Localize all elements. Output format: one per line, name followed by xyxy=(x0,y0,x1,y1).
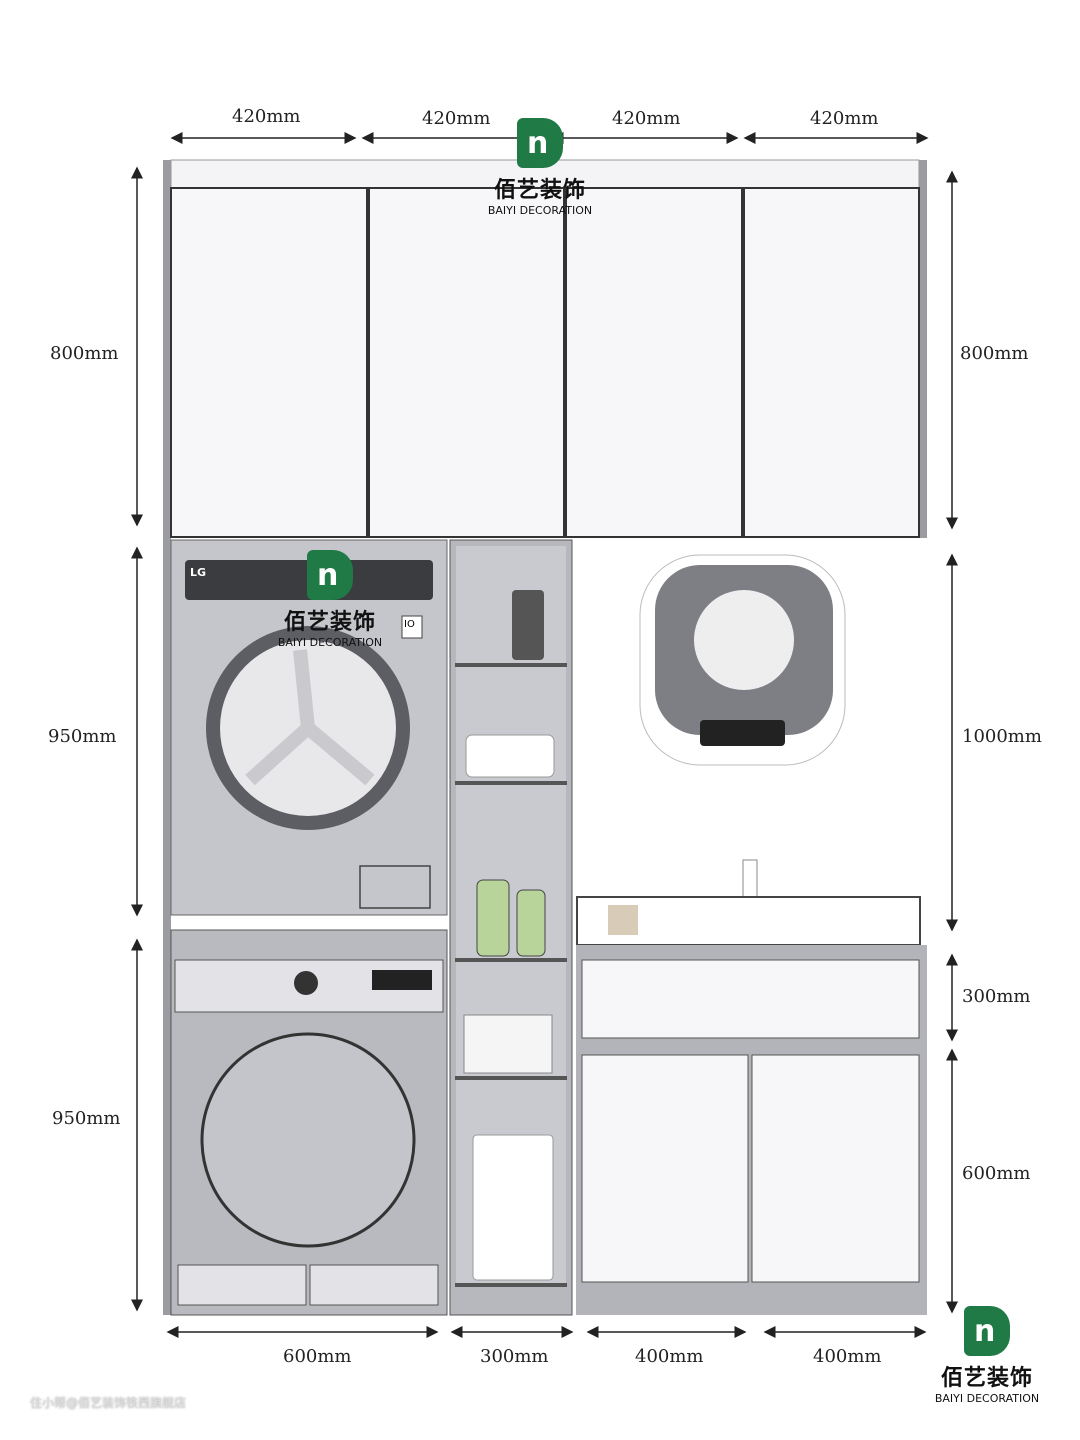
washing-machine xyxy=(170,539,448,916)
logo-name-en: BAIYI DECORATION xyxy=(934,1392,1040,1405)
dim-top-2: 420mm xyxy=(422,108,491,129)
logo-mark-icon: n xyxy=(517,118,563,168)
brand-logo-top: n 佰艺装饰 BAIYI DECORATION xyxy=(485,118,595,217)
logo-name-cn: 佰艺装饰 xyxy=(283,610,376,635)
dim-left-1: 800mm xyxy=(50,343,119,364)
logo-name-cn: 佰艺装饰 xyxy=(493,178,586,203)
washer-badge: IO xyxy=(404,619,415,630)
dim-right-1: 800mm xyxy=(960,343,1029,364)
brand-logo-middle: n 佰艺装饰 BAIYI DECORATION xyxy=(275,550,385,649)
dim-bottom-3: 400mm xyxy=(635,1346,704,1367)
logo-name-en: BAIYI DECORATION xyxy=(277,636,383,649)
logo-name-cn: 佰艺装饰 xyxy=(940,1366,1033,1391)
dim-left-2: 950mm xyxy=(48,726,117,747)
dim-top-1: 420mm xyxy=(232,106,301,127)
wall-mounted-washer xyxy=(639,554,846,766)
upper-cabinet-doors xyxy=(170,187,920,538)
dim-bottom-1: 600mm xyxy=(283,1346,352,1367)
watermark: 住小帮@佰艺装饰铁西旗舰店 xyxy=(30,1396,187,1410)
washer-brand: LG xyxy=(190,566,207,579)
dim-top-3: 420mm xyxy=(612,108,681,129)
dim-top-4: 420mm xyxy=(810,108,879,129)
logo-mark-icon: n xyxy=(964,1306,1010,1356)
dryer xyxy=(170,929,448,1316)
shelf-column xyxy=(449,539,573,1316)
dim-bottom-4: 400mm xyxy=(813,1346,882,1367)
dim-left-3: 950mm xyxy=(52,1108,121,1129)
logo-mark-icon: n xyxy=(307,550,353,600)
logo-name-en: BAIYI DECORATION xyxy=(487,204,593,217)
dimension-lines xyxy=(131,132,958,1338)
dim-bottom-2: 300mm xyxy=(480,1346,549,1367)
dim-right-2: 1000mm xyxy=(962,726,1042,747)
brand-logo-bottom: n 佰艺装饰 BAIYI DECORATION xyxy=(932,1306,1042,1405)
dim-right-4: 600mm xyxy=(962,1163,1031,1184)
sink-vanity xyxy=(576,859,927,1315)
dim-right-3: 300mm xyxy=(962,986,1031,1007)
